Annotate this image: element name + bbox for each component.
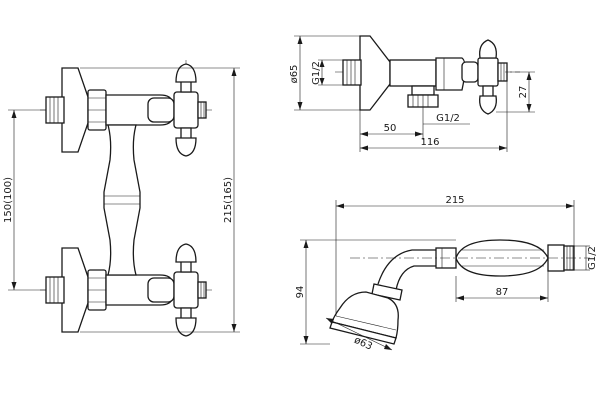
top-cross-handle bbox=[147, 63, 207, 157]
side-view: ø65 G1/2 G1/2 27 50 116 bbox=[289, 35, 535, 152]
dim-side-offset: 27 bbox=[518, 86, 529, 99]
top-wall-connector bbox=[45, 67, 107, 153]
dim-mixer-spacing: 150(100) bbox=[3, 177, 14, 223]
dim-side-outlet-depth: 50 bbox=[384, 123, 397, 134]
bottom-cross-handle bbox=[147, 243, 207, 337]
dim-mixer-height: 215(165) bbox=[223, 177, 234, 223]
mixer-column bbox=[103, 124, 141, 276]
shower-head bbox=[329, 283, 403, 345]
front-view: 150(100) 215(165) bbox=[3, 60, 240, 337]
bottom-wall-connector bbox=[45, 247, 107, 333]
dim-hand-shower-height: 94 bbox=[295, 286, 306, 299]
dim-side-thread: G1/2 bbox=[311, 61, 322, 85]
dim-hose-thread: G1/2 bbox=[587, 246, 598, 270]
dim-outlet-thread: G1/2 bbox=[436, 113, 460, 124]
dim-flange-diameter: ø65 bbox=[289, 65, 300, 84]
hand-shower-view: 215 94 87 G1/2 ø63 bbox=[295, 195, 598, 353]
dim-handle-length: 87 bbox=[496, 287, 509, 298]
dim-side-total-depth: 116 bbox=[420, 137, 439, 148]
dim-hand-shower-length: 215 bbox=[445, 195, 464, 206]
